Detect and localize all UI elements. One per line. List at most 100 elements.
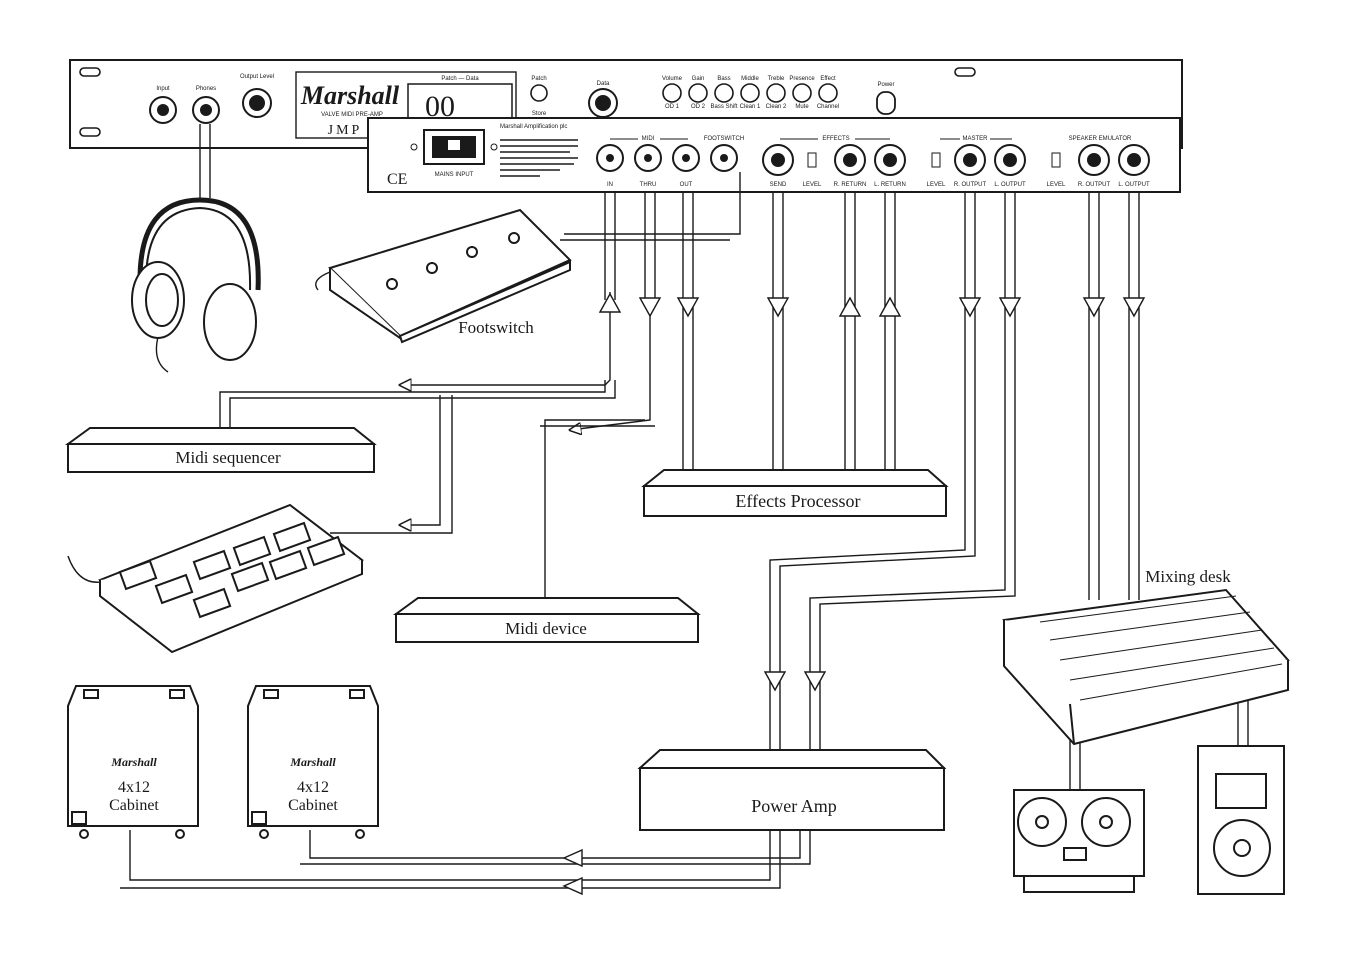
model-name: VALVE MIDI PRE-AMP: [321, 112, 383, 118]
rear-panel: MAINS INPUT CE Marshall Amplification pl…: [367, 117, 1181, 193]
patch-button-icon[interactable]: [530, 84, 548, 102]
send-label: SEND: [770, 182, 787, 188]
cabinet-right-size: 4x12: [297, 779, 329, 796]
mains-input-label: MAINS INPUT: [435, 172, 474, 178]
bass-shift-label: Bass Shift: [710, 104, 737, 110]
od1-label: OD 1: [665, 104, 680, 110]
footswitch-section-label: FOOTSWITCH: [704, 136, 744, 142]
warning-text-block: [500, 139, 578, 177]
master-level-switch-icon[interactable]: [931, 152, 941, 168]
headphones: [131, 197, 261, 361]
footswitch-button-icon: [466, 246, 478, 258]
speaker-emulator-section-label: SPEAKER EMULATOR: [1069, 136, 1132, 142]
emulator-r-output-label: R. OUTPUT: [1078, 182, 1111, 188]
gain-button-icon[interactable]: [688, 83, 708, 103]
arrow-down-icon: [763, 671, 787, 692]
knob-cap-icon: [595, 95, 611, 111]
cabinet-left-logo: Marshall: [110, 755, 157, 769]
bass-button-icon[interactable]: [714, 83, 734, 103]
footswitch-unit: [328, 208, 572, 344]
caster-icon: [259, 829, 269, 839]
effects-processor-label: Effects Processor: [735, 491, 860, 511]
volume-label: Volume: [662, 76, 683, 82]
phones-label: Phones: [196, 86, 216, 92]
master-section-label: MASTER: [962, 136, 988, 142]
patch-data-label: Patch — Data: [441, 76, 479, 82]
jack-hole-icon: [157, 104, 169, 116]
footswitch-button-icon: [508, 232, 520, 244]
presence-label: Presence: [789, 76, 815, 82]
level-switch-icon[interactable]: [807, 152, 817, 168]
master-r-output-label: R. OUTPUT: [954, 182, 987, 188]
emulator-level-switch-icon[interactable]: [1051, 152, 1061, 168]
effects-processor-unit: [641, 469, 949, 517]
arrow-down-icon: [766, 297, 790, 318]
midi-out-label: OUT: [680, 182, 693, 188]
effects-section-label: EFFECTS: [822, 136, 849, 142]
effect-label: Effect: [820, 76, 836, 82]
middle-label: Middle: [741, 76, 759, 82]
power-amp-label: Power Amp: [751, 796, 837, 816]
audio-jacks: SEND LEVEL R. RETURN L. RETURN LEVEL R. …: [762, 144, 1150, 188]
arrow-down-icon: [803, 671, 827, 692]
arrow-up-icon: [878, 296, 902, 317]
arrow-left-icon: [562, 848, 583, 868]
iec-pin-icon: [448, 140, 460, 150]
marshall-logo: Marshall: [300, 81, 400, 110]
effect-button-icon[interactable]: [818, 83, 838, 103]
arrow-down-icon: [638, 297, 662, 318]
midi-sequencer-label: Midi sequencer: [175, 448, 281, 467]
channel-label: Channel: [817, 104, 839, 110]
signal-arrows: [562, 292, 1146, 896]
caster-icon: [355, 829, 365, 839]
bass-label: Bass: [717, 76, 730, 82]
treble-button-icon[interactable]: [766, 83, 786, 103]
midi-sockets: IN THRU OUT: [596, 144, 738, 188]
arrow-up-icon: [598, 292, 622, 313]
arrow-down-icon: [958, 297, 982, 318]
volume-button-icon[interactable]: [662, 83, 682, 103]
series-name: JMP: [328, 123, 363, 138]
r-return-label: R. RETURN: [834, 182, 867, 188]
monitor-speaker: [1197, 745, 1285, 895]
mixing-desk-label: Mixing desk: [1145, 567, 1231, 586]
presence-button-icon[interactable]: [792, 83, 812, 103]
cables: [67, 124, 1249, 889]
mixing-desk-unit: [1002, 588, 1290, 746]
footswitch-button-icon: [386, 278, 398, 290]
caster-icon: [175, 829, 185, 839]
rack-slot-icon: [79, 127, 101, 137]
treble-label: Treble: [768, 76, 785, 82]
l-return-label: L. RETURN: [874, 182, 906, 188]
midi-thru-label: THRU: [640, 182, 657, 188]
knob-cap-icon: [249, 95, 265, 111]
footswitch-label: Footswitch: [458, 318, 534, 337]
emulator-l-output-label: L. OUTPUT: [1118, 182, 1150, 188]
midi-pedalboard: [98, 503, 364, 654]
screw-icon: [490, 143, 498, 151]
midi-device-unit: [392, 597, 701, 643]
tweeter-icon: [1215, 773, 1267, 809]
midi-in-label: IN: [607, 182, 613, 188]
master-l-output-label: L. OUTPUT: [994, 182, 1026, 188]
middle-button-icon[interactable]: [740, 83, 760, 103]
mute-label: Mute: [795, 104, 809, 110]
cabinet-right: [247, 685, 379, 839]
midi-device-label: Midi device: [505, 619, 587, 638]
patch-label: Patch: [531, 76, 546, 82]
store-label: Store: [532, 111, 547, 117]
screw-icon: [410, 143, 418, 151]
footswitch-button-icon: [426, 262, 438, 274]
arrow-down-icon: [1082, 297, 1106, 318]
cabinet-left-size: 4x12: [118, 779, 150, 796]
arrow-left-icon: [562, 876, 583, 896]
power-switch-icon[interactable]: [876, 91, 896, 115]
od2-label: OD 2: [691, 104, 706, 110]
cabinet-right-word: Cabinet: [288, 797, 338, 814]
rack-slot-icon: [79, 67, 101, 77]
power-label: Power: [877, 82, 894, 88]
clean1-label: Clean 1: [740, 104, 761, 110]
cabinet-right-logo: Marshall: [289, 755, 336, 769]
effects-level-label: LEVEL: [803, 182, 822, 188]
